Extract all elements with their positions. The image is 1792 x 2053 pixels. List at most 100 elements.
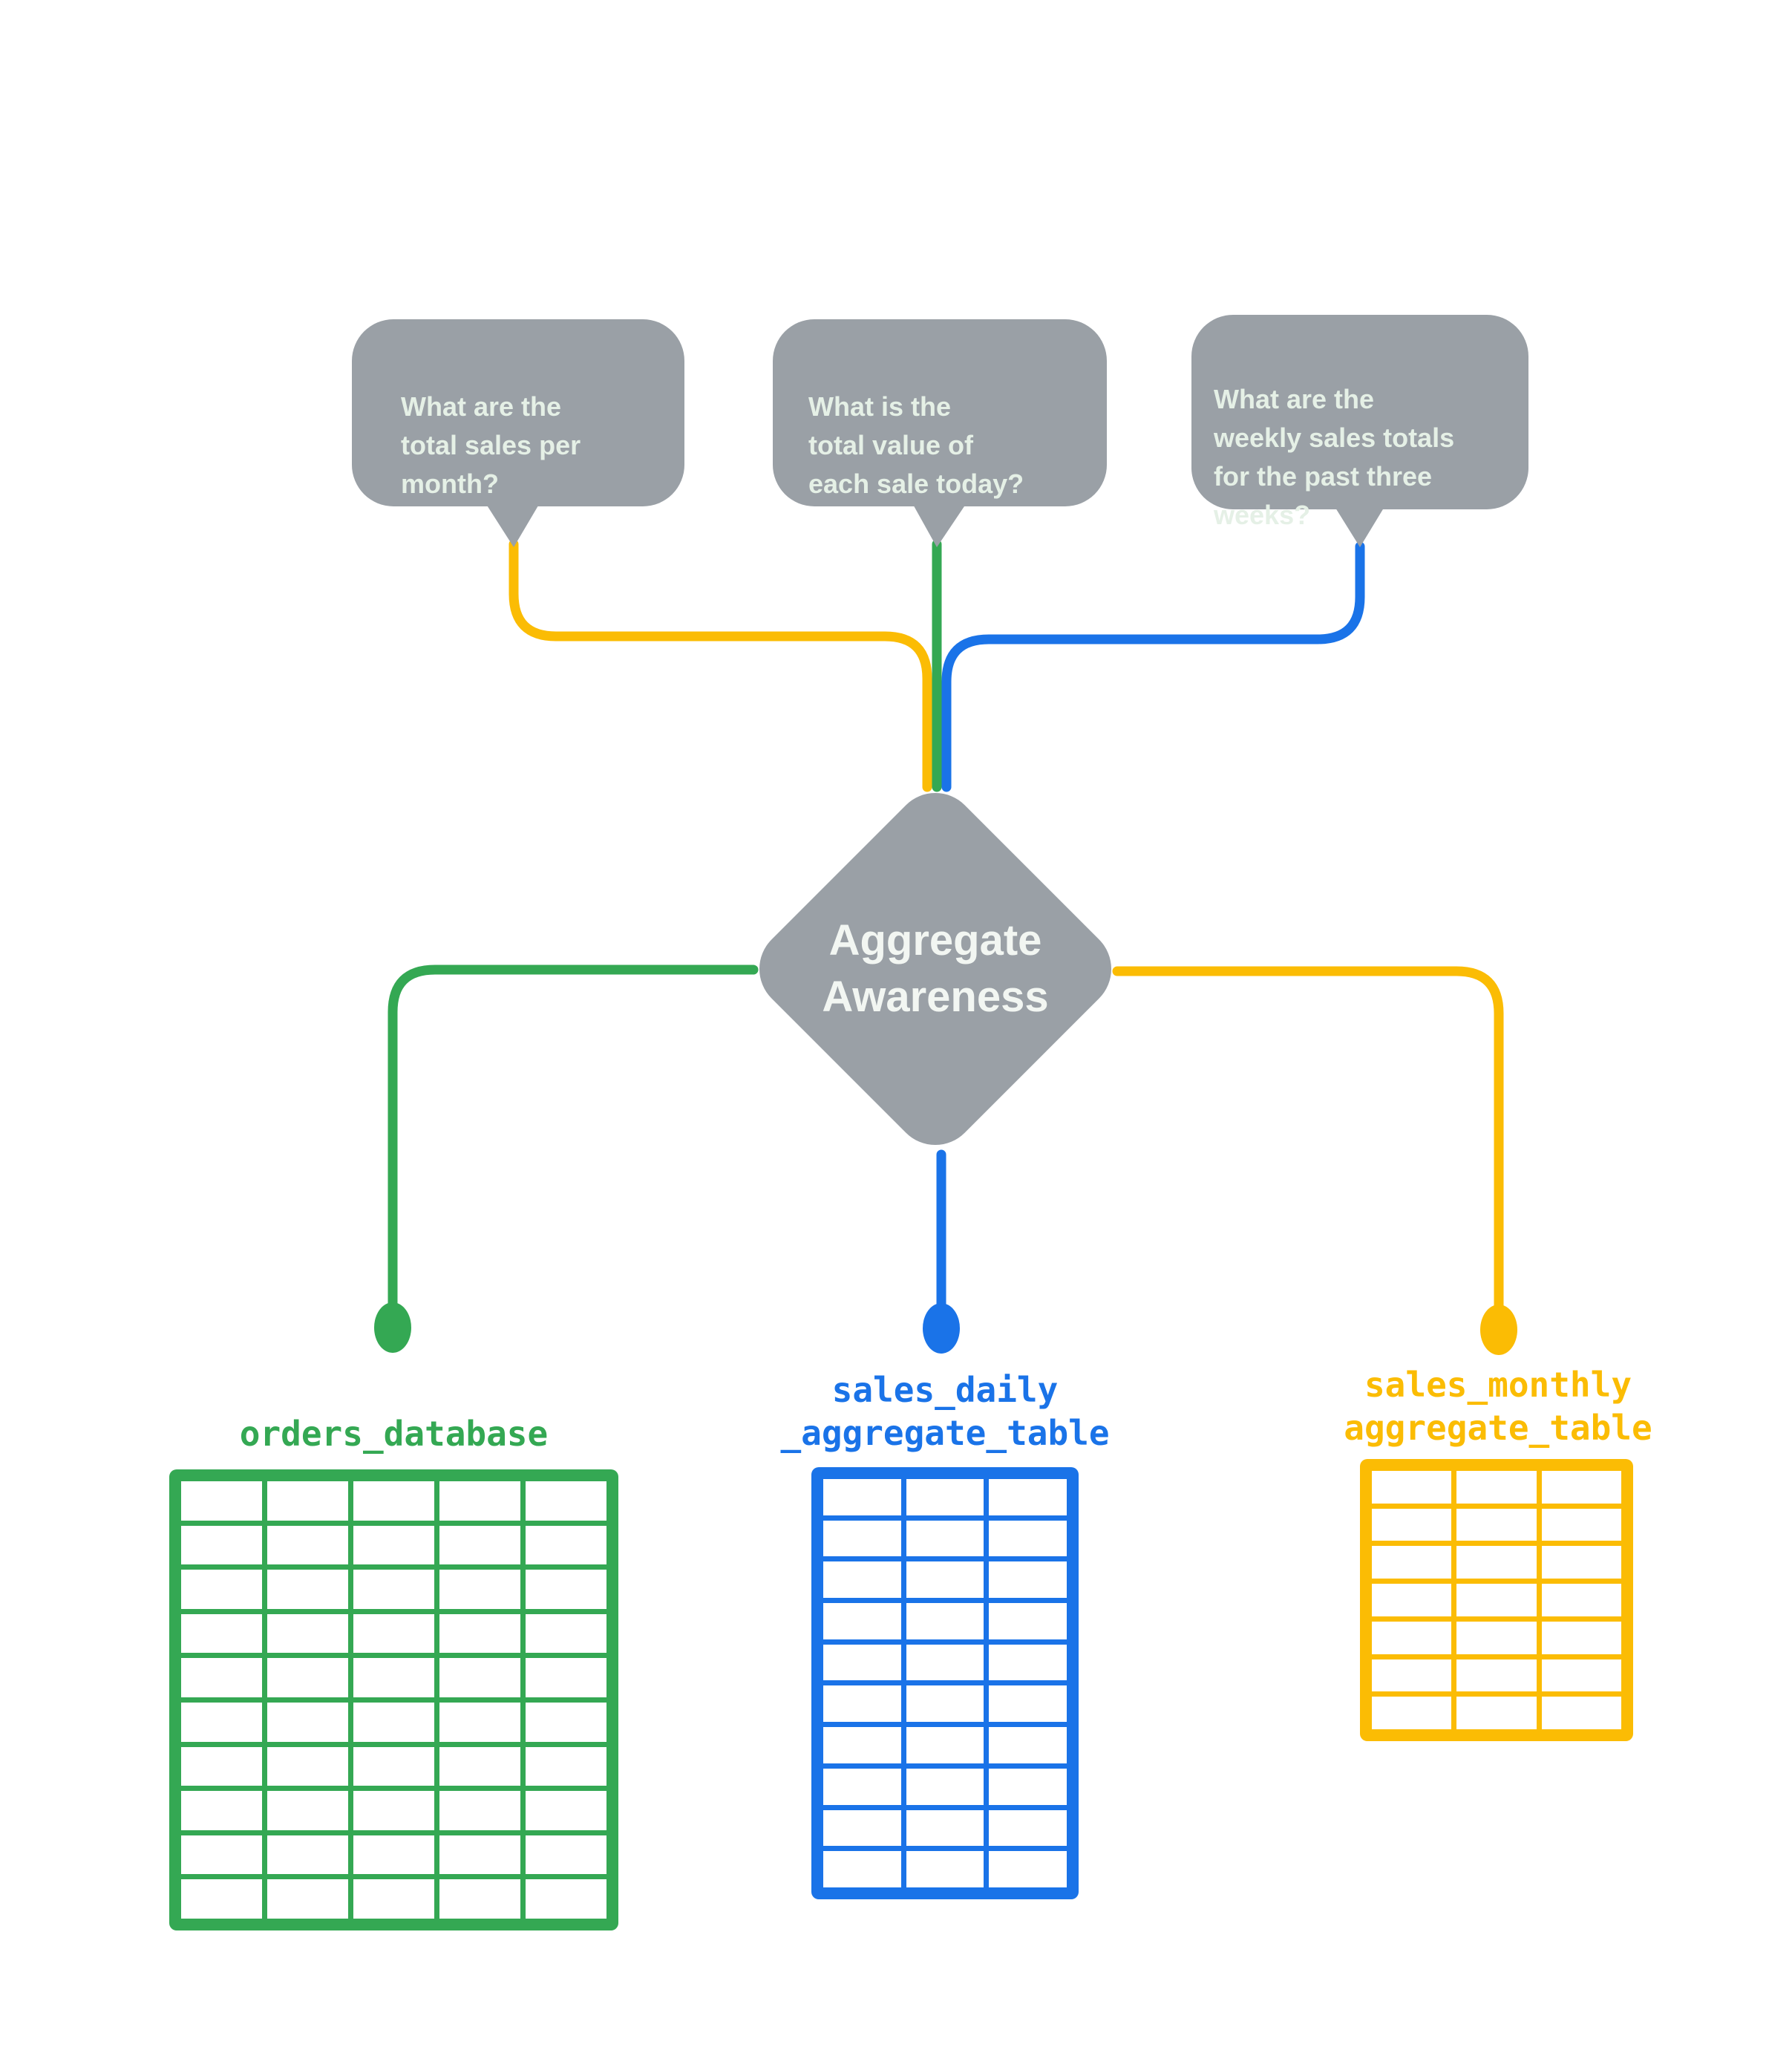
table-cell — [989, 1851, 1067, 1887]
table-cell — [989, 1479, 1067, 1515]
table-cell — [1456, 1584, 1537, 1616]
bubble-tail-3 — [1332, 502, 1387, 547]
table-cell — [1372, 1546, 1452, 1579]
table-cell — [906, 1768, 984, 1805]
table-cell — [439, 1791, 520, 1830]
table-cell — [526, 1570, 606, 1609]
table-cell — [353, 1570, 434, 1609]
table-cell — [1456, 1697, 1537, 1729]
table-cell — [526, 1879, 606, 1919]
monthly-aggregate-table-grid — [1360, 1459, 1633, 1741]
table-cell — [823, 1727, 901, 1763]
table-cell — [906, 1561, 984, 1599]
table-cell — [267, 1879, 348, 1919]
table-cell — [267, 1791, 348, 1830]
table-cell — [906, 1479, 984, 1515]
table-cell — [989, 1809, 1067, 1847]
table-cell — [267, 1746, 348, 1786]
table-cell — [526, 1791, 606, 1830]
table-cell — [353, 1879, 434, 1919]
table-cell — [439, 1702, 520, 1742]
table-cell — [353, 1702, 434, 1742]
orders-database-grid — [169, 1469, 618, 1930]
table-cell — [823, 1685, 901, 1723]
table-cell — [906, 1809, 984, 1847]
table-cell — [1456, 1471, 1537, 1504]
table-cell — [439, 1746, 520, 1786]
table-cell — [526, 1835, 606, 1875]
table-cell — [526, 1702, 606, 1742]
table-cell — [526, 1613, 606, 1654]
table-cell — [989, 1644, 1067, 1681]
question-bubble-weekly: What are the weekly sales totals for the… — [1191, 315, 1528, 530]
table-cell — [267, 1613, 348, 1654]
diamond-shape — [759, 792, 1112, 1146]
table-cell — [181, 1658, 262, 1697]
table-cell — [1541, 1621, 1621, 1654]
table-cell — [823, 1851, 901, 1887]
table-cell — [181, 1879, 262, 1919]
table-cell — [353, 1525, 434, 1565]
table-cell — [1372, 1621, 1452, 1654]
orders-database-dot — [374, 1302, 411, 1353]
connector-weekly-question — [941, 541, 1365, 792]
daily-aggregate-table-label: sales_daily _aggregate_table — [780, 1370, 1110, 1453]
connector-monthly-table — [1112, 966, 1504, 1316]
table-cell — [1456, 1546, 1537, 1579]
table-cell — [1372, 1471, 1452, 1504]
table-cell — [267, 1570, 348, 1609]
table-cell — [1372, 1697, 1452, 1729]
table-cell — [439, 1879, 520, 1919]
table-cell — [181, 1525, 262, 1565]
table-cell — [1456, 1508, 1537, 1541]
daily-aggregate-table-grid — [811, 1467, 1079, 1899]
table-cell — [906, 1851, 984, 1887]
table-cell — [439, 1658, 520, 1697]
table-cell — [181, 1835, 262, 1875]
table-cell — [181, 1481, 262, 1521]
table-cell — [823, 1644, 901, 1681]
table-cell — [526, 1525, 606, 1565]
table-cell — [989, 1561, 1067, 1599]
monthly-table-dot — [1480, 1305, 1517, 1355]
question-bubble-daily-text: What is the total value of each sale tod… — [808, 391, 1024, 499]
table-cell — [823, 1809, 901, 1847]
table-cell — [906, 1644, 984, 1681]
table-cell — [823, 1520, 901, 1557]
table-cell — [989, 1603, 1067, 1639]
table-cell — [1372, 1508, 1452, 1541]
bubble-tail-2 — [912, 502, 967, 547]
question-bubble-monthly: What are the total sales per month? — [352, 319, 684, 506]
table-cell — [353, 1658, 434, 1697]
daily-table-dot — [923, 1303, 960, 1354]
table-cell — [989, 1727, 1067, 1763]
bubble-tail-1 — [485, 502, 540, 547]
table-cell — [267, 1658, 348, 1697]
table-cell — [353, 1613, 434, 1654]
table-cell — [989, 1768, 1067, 1805]
table-cell — [267, 1702, 348, 1742]
orders-database-label: orders_database — [239, 1414, 549, 1454]
table-cell — [989, 1685, 1067, 1723]
question-bubble-monthly-text: What are the total sales per month? — [401, 391, 581, 499]
table-cell — [353, 1481, 434, 1521]
table-cell — [906, 1520, 984, 1557]
table-cell — [823, 1603, 901, 1639]
diamond-label: Aggregate Awareness — [822, 916, 1049, 1021]
monthly-aggregate-table-label: sales_monthly aggregate_table — [1344, 1365, 1652, 1448]
table-cell — [353, 1746, 434, 1786]
table-cell — [439, 1525, 520, 1565]
table-cell — [267, 1481, 348, 1521]
connector-monthly-question — [509, 539, 932, 792]
question-bubble-weekly-text: What are the weekly sales totals for the… — [1214, 384, 1455, 530]
table-cell — [1541, 1659, 1621, 1692]
table-cell — [1541, 1697, 1621, 1729]
table-cell — [181, 1613, 262, 1654]
table-cell — [823, 1768, 901, 1805]
table-cell — [1372, 1584, 1452, 1616]
table-cell — [1456, 1621, 1537, 1654]
question-bubble-daily: What is the total value of each sale tod… — [773, 319, 1107, 506]
table-cell — [526, 1481, 606, 1521]
table-cell — [1541, 1546, 1621, 1579]
table-cell — [267, 1835, 348, 1875]
